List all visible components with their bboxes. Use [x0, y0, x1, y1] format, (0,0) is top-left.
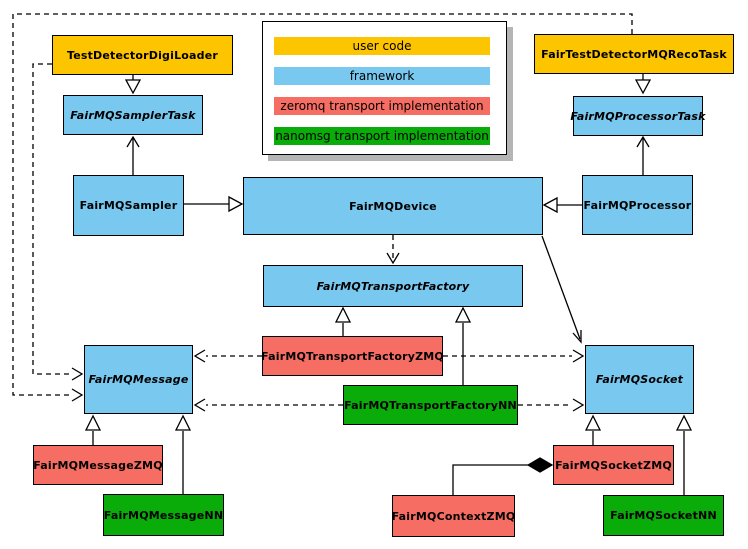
edge-tfnn-message [195, 399, 343, 411]
edge-tfzmq-socket [443, 350, 583, 362]
legend-item-nanomsg: nanomsg transport implementation [274, 127, 490, 145]
class-box-fairmqtransportfactoryzmq: FairMQTransportFactoryZMQ [261, 336, 444, 376]
edge-tfnn-transportfactory [456, 308, 470, 385]
class-box-fairmqmessagezmq: FairMQMessageZMQ [33, 445, 163, 485]
class-box-fairmqsocketzmq: FairMQSocketZMQ [553, 445, 674, 485]
legend-item-user-code: user code [274, 37, 490, 55]
edge-socketzmq-contextzmq [453, 458, 552, 495]
edge-device-transportfactory [387, 235, 399, 263]
edge-recotask-processortask [636, 74, 650, 93]
class-box-fairmqmessage: FairMQMessage [84, 345, 193, 414]
class-box-fairmqsocket: FairMQSocket [585, 345, 694, 414]
legend-item-zeromq: zeromq transport implementation [274, 97, 490, 115]
edge-messagenn-message [176, 416, 190, 494]
class-box-fairmqcontextzmq: FairMQContextZMQ [392, 495, 515, 537]
edge-tfnn-socket [518, 399, 583, 411]
edge-sampler-device [184, 197, 242, 211]
edge-socketzmq-socket [586, 416, 600, 445]
edge-recotask-message [13, 14, 632, 401]
legend-item-framework: framework [274, 67, 490, 85]
edge-tfzmq-transportfactory [336, 308, 350, 336]
edge-digiloader-message [33, 64, 82, 380]
edge-tfzmq-message [195, 350, 262, 362]
class-box-fairmqtransportfactory: FairMQTransportFactory [263, 265, 523, 307]
edge-digiloader-samplertask [126, 75, 140, 93]
class-box-testdetectordigiloader: TestDetectorDigiLoader [52, 35, 233, 75]
class-box-fairmqtransportfactorynn: FairMQTransportFactoryNN [343, 385, 518, 425]
class-box-fairmqprocessor: FairMQProcessor [582, 175, 693, 235]
class-box-fairmqsocketnn: FairMQSocketNN [603, 495, 724, 536]
edge-sampler-samplertask [127, 137, 139, 175]
class-box-fairmqdevice: FairMQDevice [243, 177, 543, 235]
legend: user code framework zeromq transport imp… [262, 21, 507, 155]
class-box-fairmqsamplertask: FairMQSamplerTask [63, 95, 203, 135]
edge-socketnn-socket [677, 416, 691, 495]
class-box-fairmqsampler: FairMQSampler [73, 175, 184, 236]
class-box-fairtestdetectormqrecotask: FairTestDetectorMQRecoTask [534, 34, 734, 74]
edge-messagezmq-message [86, 416, 100, 445]
edge-processor-device [544, 198, 582, 212]
class-box-fairmqprocessortask: FairMQProcessorTask [570, 96, 705, 136]
edge-device-socket [542, 236, 581, 342]
class-box-fairmqmessagenn: FairMQMessageNN [103, 494, 224, 536]
edge-processor-processortask [637, 137, 649, 175]
